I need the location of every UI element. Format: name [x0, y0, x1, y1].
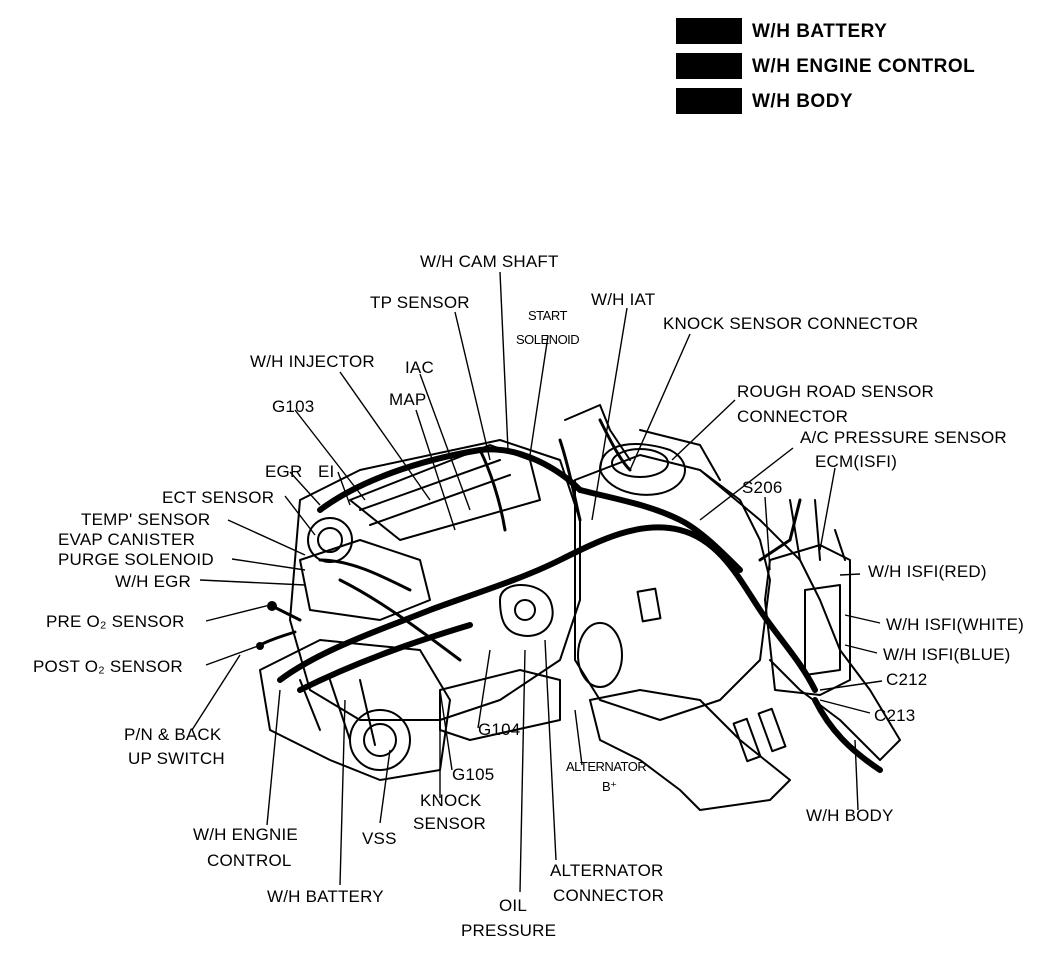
legend-label-body: W/H BODY	[752, 91, 854, 112]
label-map: MAP	[389, 390, 427, 409]
wheel-well	[589, 689, 791, 811]
label-oil-pressure-line1: OIL	[499, 896, 528, 915]
label-ac-pressure-sensor: A/C PRESSURE SENSOR	[800, 428, 1007, 447]
panel-hole-2	[732, 717, 762, 763]
label-alternator-connector-line1: ALTERNATOR	[550, 861, 664, 880]
label-pre-o2-sensor: PRE O₂ SENSOR	[46, 612, 185, 631]
label-post-o2-sensor: POST O₂ SENSOR	[33, 657, 183, 676]
label-c212: C212	[886, 670, 928, 689]
label-wh-injector: W/H INJECTOR	[250, 352, 375, 371]
transaxle	[259, 639, 451, 781]
label-alternator-b-line2: B⁺	[602, 779, 617, 794]
throttle-body	[307, 517, 353, 563]
label-ei: EI	[318, 462, 335, 481]
label-c213: C213	[874, 706, 916, 725]
label-oil-pressure-line2: PRESSURE	[461, 921, 557, 940]
label-knock-sensor-line2: SENSOR	[413, 814, 486, 833]
label-wh-engine-control-line2: CONTROL	[207, 851, 292, 870]
label-start-solenoid-line2: SOLENOID	[516, 332, 580, 347]
intake-manifold	[299, 539, 431, 621]
legend-label-battery: W/H BATTERY	[752, 21, 888, 42]
harness-body	[812, 697, 883, 773]
strut-tower	[599, 443, 686, 496]
bellhousing	[349, 709, 411, 771]
label-g104: G104	[478, 720, 521, 739]
label-wh-isfi-red: W/H ISFI(RED)	[868, 562, 987, 581]
label-wh-body: W/H BODY	[806, 806, 894, 825]
harness-battery	[297, 622, 473, 693]
harness-top	[317, 446, 583, 513]
label-rough-road-line1: ROUGH ROAD SENSOR	[737, 382, 935, 401]
panel-hole-3	[757, 707, 787, 753]
label-wh-iat: W/H IAT	[591, 290, 656, 309]
label-alternator-b-line1: ALTERNATOR	[566, 759, 647, 774]
label-alternator-connector-line2: CONNECTOR	[553, 886, 665, 905]
label-vss: VSS	[362, 829, 397, 848]
label-pn-backup-line1: P/N & BACK	[124, 725, 222, 744]
engine-block	[289, 439, 581, 721]
label-knock-sensor-line1: KNOCK	[420, 791, 482, 810]
legend-swatch-body	[676, 88, 742, 114]
label-iac: IAC	[405, 358, 434, 377]
label-g103: G103	[272, 397, 315, 416]
label-ecm-isfi: ECM(ISFI)	[815, 452, 898, 471]
label-wh-battery: W/H BATTERY	[267, 887, 384, 906]
label-knock-sensor-connector: KNOCK SENSOR CONNECTOR	[663, 314, 919, 333]
inner-fender	[699, 469, 901, 761]
legend-swatch-engine-control	[676, 53, 742, 79]
label-evap-canister: EVAP CANISTER	[58, 530, 196, 549]
label-egr: EGR	[265, 462, 303, 481]
label-temp-sensor: TEMP' SENSOR	[81, 510, 211, 529]
label-tp-sensor: TP SENSOR	[370, 293, 470, 312]
label-wh-cam-shaft: W/H CAM SHAFT	[420, 252, 559, 271]
label-s206: S206	[742, 478, 783, 497]
label-wh-isfi-white: W/H ISFI(WHITE)	[886, 615, 1025, 634]
harness-engine-main	[277, 524, 818, 693]
label-wh-isfi-blue: W/H ISFI(BLUE)	[883, 645, 1011, 664]
panel-port	[577, 622, 623, 688]
harness-firewall	[577, 487, 743, 573]
label-g105: G105	[452, 765, 495, 784]
panel-hole-1	[636, 587, 662, 623]
alternator	[499, 584, 554, 637]
label-rough-road-line2: CONNECTOR	[737, 407, 849, 426]
legend-swatch-battery	[676, 18, 742, 44]
label-start-solenoid-line1: START	[528, 308, 567, 323]
label-purge-solenoid: PURGE SOLENOID	[58, 550, 214, 569]
label-pn-backup-line2: UP SWITCH	[128, 749, 225, 768]
label-ect-sensor: ECT SENSOR	[162, 488, 275, 507]
label-wh-egr: W/H EGR	[115, 572, 192, 591]
label-wh-engine-control-line1: W/H ENGNIE	[193, 825, 298, 844]
legend-label-engine-control: W/H ENGINE CONTROL	[752, 56, 976, 77]
support-bracket	[564, 404, 721, 481]
